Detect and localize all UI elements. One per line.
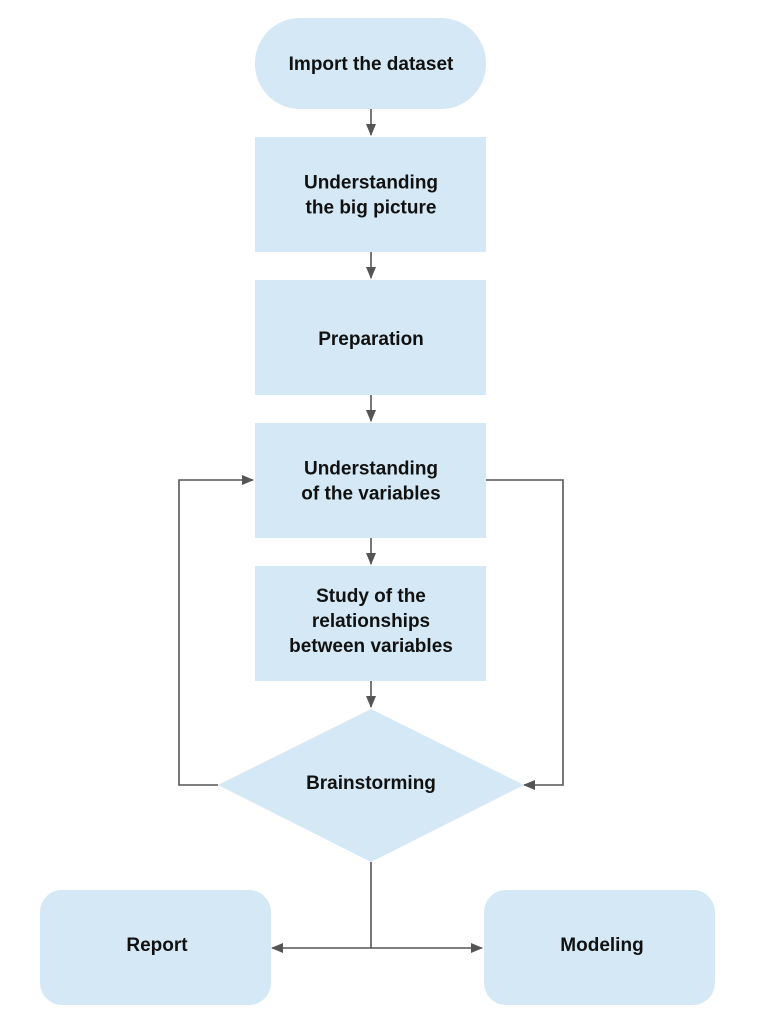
relationships-shape [255,566,486,681]
report-shape [40,890,271,1005]
node-relationships: Study of the relationships between variabl… [255,566,486,681]
modeling-shape [484,890,715,1005]
variables-label: Understanding of the variables [301,459,440,505]
import-shape [255,18,486,109]
edge-brainstorming-loop-to-variables [178,475,254,786]
node-preparation: Preparation [255,280,486,395]
import-label: Import the dataset [289,54,454,75]
label-line: the big picture [306,198,437,219]
edge-variables-loop-to-brainstorming [486,479,564,790]
label-line: of the variables [301,484,440,505]
big-picture-shape [255,137,486,252]
modeling-label: Modeling [560,935,643,956]
node-variables: Understanding of the variables [255,423,486,538]
big-picture-label: Understanding the big picture [304,173,438,219]
label-line: Modeling [560,935,643,956]
relationships-label: Study of the relationships between variabl… [289,586,453,657]
brainstorming-shape [218,709,524,862]
label-line: Report [126,935,188,956]
label-line: Study of the [316,586,426,607]
label-line: Preparation [318,329,424,350]
variables-shape [255,423,486,538]
label-line: Brainstorming [306,773,436,794]
label-line: between variables [289,636,453,657]
report-label: Report [126,935,188,956]
node-report: Report [40,890,271,1005]
node-brainstorming: Brainstorming [218,709,524,862]
label-line: Import the dataset [289,54,454,75]
node-big-picture: Understanding the big picture [255,137,486,252]
node-import: Import the dataset [255,18,486,109]
label-line: Understanding [304,173,438,194]
preparation-label: Preparation [318,329,424,350]
edges [178,109,564,953]
brainstorming-label: Brainstorming [306,773,436,794]
node-modeling: Modeling [484,890,715,1005]
label-line: Understanding [304,459,438,480]
label-line: relationships [312,611,430,632]
preparation-shape [255,280,486,395]
